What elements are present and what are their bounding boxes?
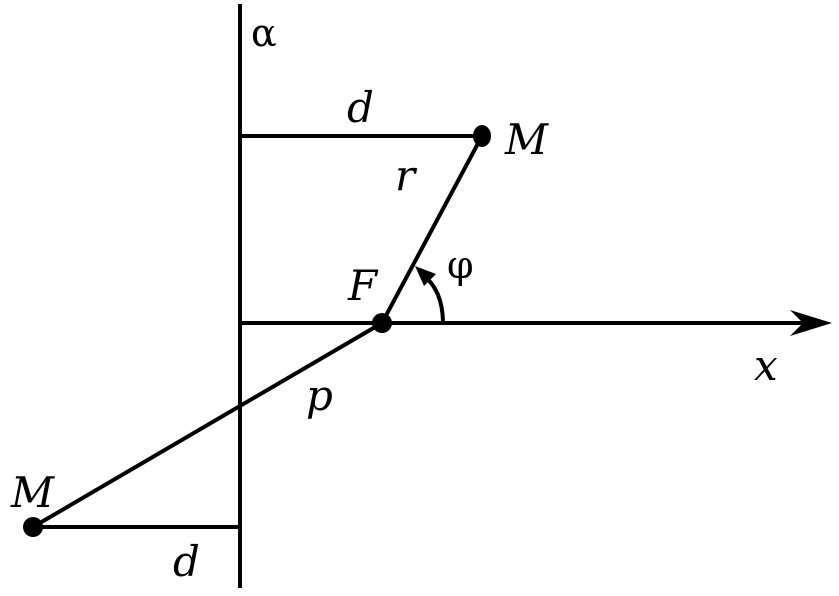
parameter-segment [31, 321, 384, 529]
label-focus-f: F [347, 261, 379, 310]
label-distance-bottom: d [173, 537, 200, 586]
point-m-top [473, 125, 491, 147]
x-axis-arrowhead [790, 310, 832, 336]
label-parameter-p: p [306, 371, 333, 420]
label-point-m-top: M [504, 115, 549, 164]
label-radius-r: r [395, 151, 418, 200]
label-point-m-bottom: M [10, 468, 55, 517]
label-distance-top: d [347, 83, 374, 132]
label-angle-phi: φ [447, 243, 474, 287]
radius-segment [380, 135, 484, 324]
label-axis-x: x [754, 341, 778, 390]
label-plane-alpha: α [251, 11, 277, 55]
point-f-focus [372, 313, 392, 333]
point-m-bottom [23, 517, 43, 537]
angle-arrowhead [415, 266, 436, 286]
